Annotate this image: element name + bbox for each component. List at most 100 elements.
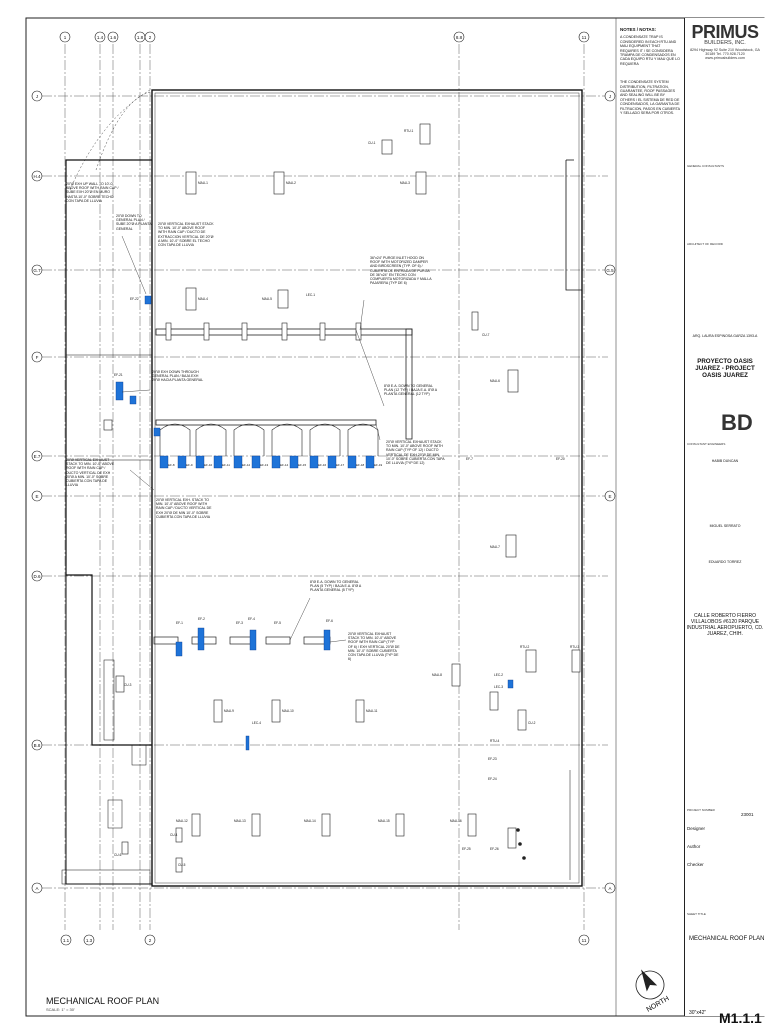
person-3: EDUARDO TORREZ: [708, 560, 742, 564]
svg-text:MAU-16: MAU-16: [450, 819, 462, 823]
tag-ef21: EF-21: [114, 373, 123, 377]
primus-sub: BUILDERS, INC.: [704, 40, 746, 46]
svg-text:CU-2: CU-2: [528, 721, 536, 725]
grid-label-left-4: F: [36, 355, 39, 360]
svg-text:RTU-2: RTU-2: [520, 645, 530, 649]
project-address: CALLE ROBERTO FIERRO VILLALOBOS #6120 PA…: [686, 613, 764, 637]
equipment-units: [103, 123, 581, 873]
svg-text:RTU-3: RTU-3: [570, 645, 580, 649]
callout-7: 20"Ø VERTICAL EXHAUST STACK TO MIN. 10'-…: [386, 440, 445, 466]
tag-ef26: EF-26: [490, 847, 499, 851]
grid-label-right-2: G.5: [606, 268, 614, 273]
grid-label-left-5: E.7: [34, 454, 41, 459]
svg-text:EF-12: EF-12: [242, 463, 251, 467]
header-sheet-title: SHEET TITLE: [687, 912, 706, 916]
grid-label-bottom-2: 1.3: [86, 938, 93, 943]
svg-text:EF-18: EF-18: [356, 463, 365, 467]
checker: Checker: [687, 862, 704, 867]
svg-text:MAU-2: MAU-2: [286, 181, 296, 185]
callout-2: 20"Ø DOWN TO GENERAL PLAN / SUBE 20"Ø A …: [116, 214, 152, 231]
header-engineers: CONSULTANT ENGINEERS: [687, 442, 726, 446]
note-2: THE CONDENSATE SYSTEM DISTRIBUTION, FILT…: [620, 80, 680, 116]
svg-text:EF-4: EF-4: [248, 617, 255, 621]
sheet-border: [25, 17, 765, 1017]
svg-text:MAU-12: MAU-12: [176, 819, 188, 823]
svg-text:LEC-1: LEC-1: [306, 293, 315, 297]
plan-scale: SCALE: 1" = 30': [46, 1007, 75, 1012]
svg-text:EF-13: EF-13: [260, 463, 269, 467]
hood-loops: [159, 423, 379, 456]
callout-3: 20"Ø VERTICAL EXHAUST STACK TO MIN. 10'-…: [158, 222, 214, 248]
sheet-title: MECHANICAL ROOF PLAN: [689, 936, 765, 942]
svg-text:EF-10: EF-10: [204, 463, 213, 467]
tag-ef7: EF-7: [466, 457, 473, 461]
project-name: PROYECTO OASIS JUAREZ - PROJECT OASIS JU…: [695, 358, 755, 379]
header-risers: [165, 322, 362, 341]
svg-text:MAU-4: MAU-4: [198, 297, 208, 301]
svg-text:LEC-2: LEC-2: [494, 673, 503, 677]
grid-bubbles-left: [31, 90, 43, 894]
sheet-number: M1.1.1: [719, 1010, 762, 1026]
svg-text:EF-1: EF-1: [176, 621, 183, 625]
callout-1: 20"Ø EXH UP WALL TO 10'-0" ABOVE ROOF WI…: [66, 182, 119, 203]
roof-drains: [516, 828, 526, 860]
grid-label-bottom-1: 1.1: [63, 938, 70, 943]
svg-text:EF-5: EF-5: [274, 621, 281, 625]
tag-ef25: EF-25: [462, 847, 471, 851]
grid-label-top-5: 2: [149, 35, 152, 40]
svg-text:EF-6: EF-6: [326, 619, 333, 623]
svg-text:EF-9: EF-9: [186, 463, 193, 467]
svg-text:CU-4: CU-4: [170, 833, 178, 837]
svg-text:MAU-1: MAU-1: [198, 181, 208, 185]
north-label: NORTH: [646, 995, 671, 1013]
svg-text:MAU-15: MAU-15: [378, 819, 390, 823]
grid-label-left-6: E: [35, 494, 38, 499]
primus-address: 8294 Highway 92 Suite 210 Woodstock, GA …: [690, 48, 760, 61]
callout-11: 20"Ø VERTICAL EXHAUST STACK TO MIN. 10'-…: [348, 632, 400, 662]
svg-text:EF-14: EF-14: [280, 463, 289, 467]
grid-label-top-4: 1.8: [137, 35, 144, 40]
person-1: HABIB DUNCAN: [711, 459, 739, 463]
svg-text:EF-3: EF-3: [236, 621, 243, 625]
notes-title: NOTES / NOTAS:: [620, 27, 657, 32]
svg-text:MAU-8: MAU-8: [432, 673, 442, 677]
header-project-number: PROJECT NUMBER: [687, 808, 715, 812]
callout-4: 36"x24" PURGE INLET HOOD ON ROOF WITH MO…: [370, 256, 432, 286]
grid-label-top-6: 8.8: [456, 35, 463, 40]
grid-lines: [42, 44, 608, 930]
exhaust-fan-tags-row: EF-8 EF-9 EF-10 EF-11 EF-12 EF-13 EF-14 …: [168, 463, 383, 467]
svg-text:EF-8: EF-8: [168, 463, 175, 467]
svg-text:RTU-1: RTU-1: [404, 129, 414, 133]
svg-text:CU-6: CU-6: [114, 853, 122, 857]
svg-text:MAU-14: MAU-14: [304, 819, 316, 823]
grid-label-left-8: B.8: [34, 743, 41, 748]
header-consultants: GENERAL CONSULTANTS: [687, 164, 724, 168]
grid-label-left-2: H.4: [33, 174, 41, 179]
svg-text:CU-7: CU-7: [482, 333, 490, 337]
tag-ef22: EF-22: [130, 297, 139, 301]
title-block: PRIMUS BUILDERS, INC. 8294 Highway 92 Su…: [684, 18, 765, 1026]
svg-text:MAU-6: MAU-6: [490, 379, 500, 383]
architect-caption: ARQ. LAURA ESPINOSA GARZA 1393-A: [692, 334, 758, 338]
general-notes: NOTES / NOTAS: A CONDENSATE TRAP IS CONS…: [620, 27, 680, 130]
svg-text:EF-16: EF-16: [318, 463, 327, 467]
svg-text:EF-17: EF-17: [336, 463, 345, 467]
grid-label-left-7: D.6: [33, 574, 41, 579]
grid-label-right-1: J: [609, 94, 611, 99]
blue-exhaust-fans-lower: [175, 627, 331, 657]
callout-leaders: [121, 235, 385, 643]
sheet-scale: 30"x42": [689, 1010, 707, 1016]
grid-label-left-9: A: [35, 886, 38, 891]
exhaust-fan-tags-lower: EF-1 EF-2 EF-3 EF-4 EF-5 EF-6: [176, 617, 333, 625]
svg-text:MAU-3: MAU-3: [400, 181, 410, 185]
grid-label-right-4: A: [608, 886, 611, 891]
building-outline: [61, 89, 583, 887]
svg-text:MAU-11: MAU-11: [366, 709, 378, 713]
note-1: A CONDENSATE TRAP IS CONSIDERED IN EACH …: [620, 35, 680, 66]
svg-text:LEC-4: LEC-4: [252, 721, 261, 725]
svg-text:LEC-3: LEC-3: [494, 685, 503, 689]
person-2: MIGUEL SERRATO: [709, 524, 741, 528]
grid-label-right-3: E: [608, 494, 611, 499]
tag-ef24: EF-24: [488, 777, 497, 781]
